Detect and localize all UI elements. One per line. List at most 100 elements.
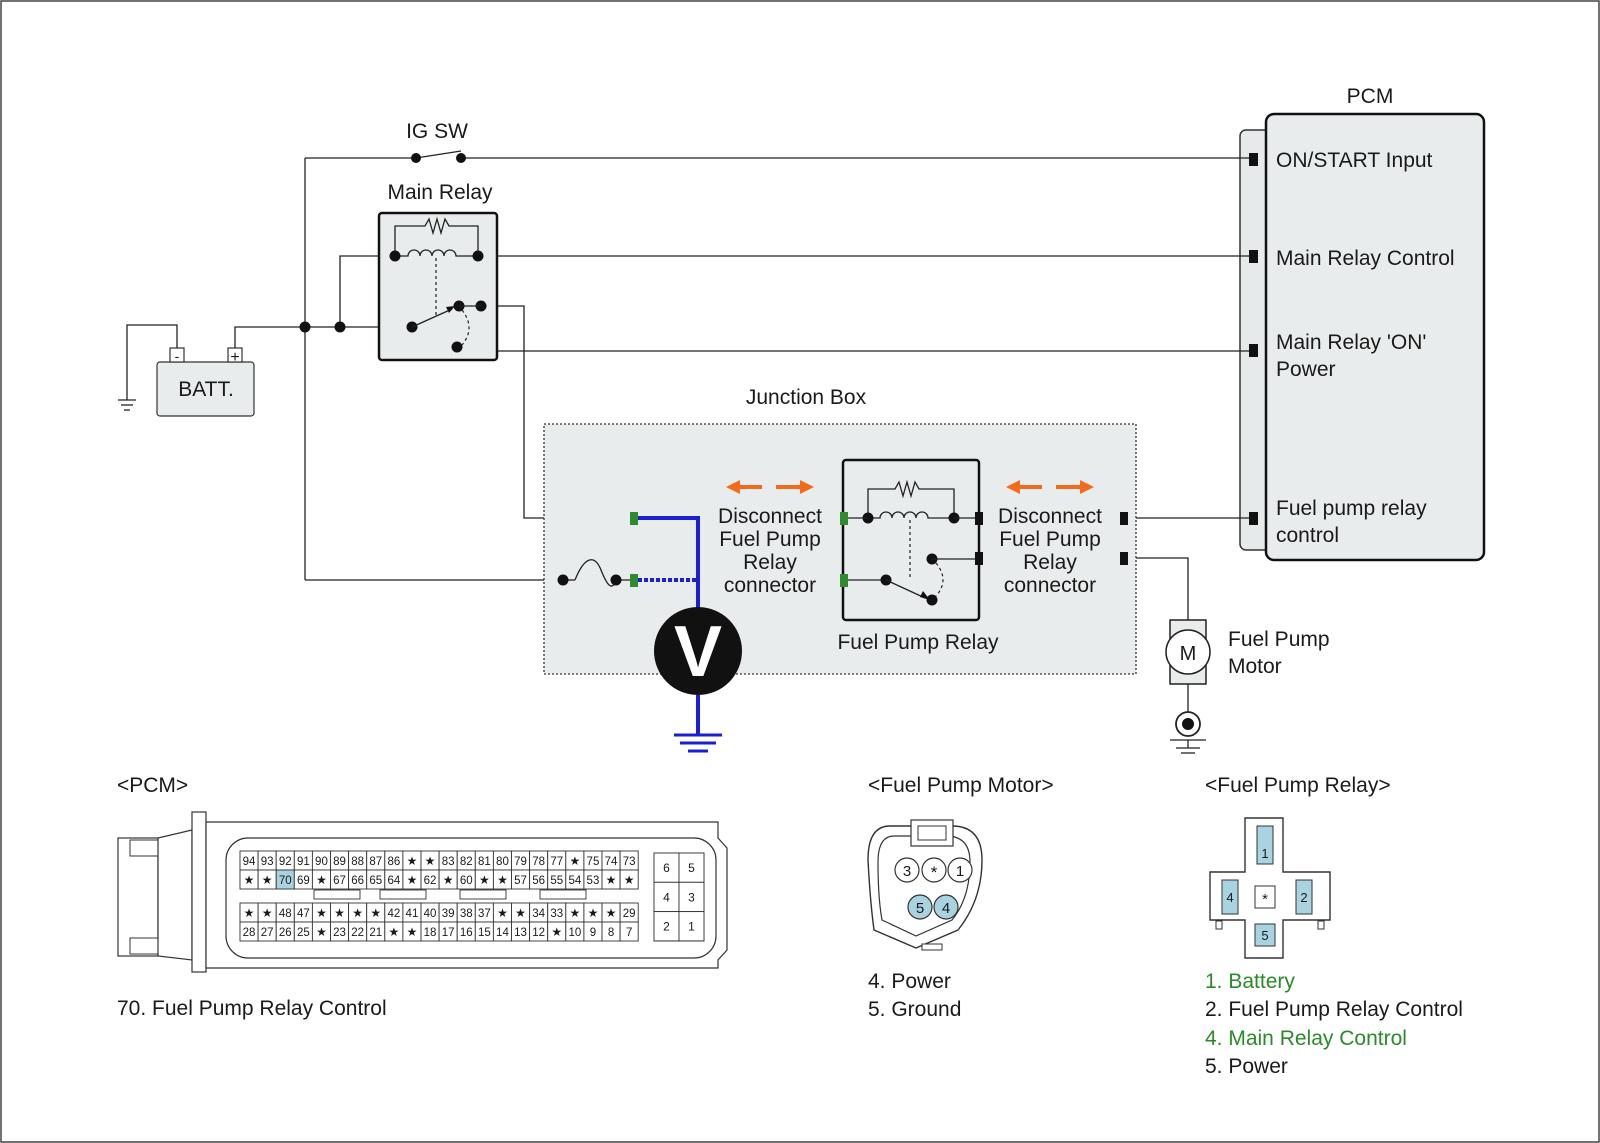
pcm-pin-label: ★ (606, 873, 617, 887)
motor-pin-star: * (931, 863, 938, 882)
pcm-block: PCM ON/START Input Main Relay Control Ma… (1239, 85, 1486, 562)
disconnect-label-left: Disconnect Fuel Pump Relay connector (718, 505, 822, 597)
svg-text:Disconnect: Disconnect (718, 505, 822, 528)
pcm-pin-label: 82 (460, 856, 473, 868)
pcm-pin-cell (619, 869, 639, 890)
relay-note-power: 5. Power (1205, 1055, 1288, 1078)
pcm-pin-label: 62 (424, 875, 437, 887)
pcm-pin-label: 48 (279, 908, 292, 920)
pcm-pin-label: 57 (514, 875, 527, 887)
pcm-pin-label: ★ (388, 925, 399, 939)
pcm-pin-label: 12 (532, 927, 545, 939)
pcm-pin-label: 15 (478, 927, 491, 939)
pcm-pin-label: 86 (387, 856, 400, 868)
pcm-side-pin-cell (653, 911, 680, 942)
pcm-pin-label: ★ (569, 854, 580, 868)
pcm-pin-label: ★ (244, 906, 255, 920)
pcm-side-pin-label: 2 (663, 920, 670, 934)
pcm-pin-label: 42 (387, 908, 400, 920)
pcm-pin-label: ★ (551, 925, 562, 939)
pcm-terminal-fuel-pump-relay-control-line1: Fuel pump relay (1276, 497, 1427, 520)
relay-note-battery: 1. Battery (1205, 970, 1295, 993)
pcm-terminal-main-relay-on-power-line1: Main Relay 'ON' (1276, 331, 1426, 354)
motor-pin-4: 4 (942, 900, 950, 917)
pcm-pin-label: 41 (406, 908, 419, 920)
pcm-side-pin-label: 1 (688, 920, 695, 934)
disconnect-label-right: Disconnect Fuel Pump Relay connector (998, 505, 1102, 597)
svg-text:Relay: Relay (1023, 551, 1077, 574)
pcm-pin-label: 80 (496, 856, 509, 868)
pcm-pin-label: 56 (532, 875, 545, 887)
pcm-pin-label: 38 (460, 908, 473, 920)
pcm-connector-note: 70. Fuel Pump Relay Control (117, 997, 387, 1020)
pcm-pin-label: ★ (443, 873, 454, 887)
pcm-pin-label: 92 (279, 856, 292, 868)
pcm-pin-label: 40 (424, 908, 437, 920)
pcm-pin-label: ★ (569, 906, 580, 920)
pcm-pin-cell (619, 921, 639, 942)
pcm-terminal-main-relay-on-power-line2: Power (1276, 358, 1336, 381)
voltmeter-symbol: V (674, 612, 722, 692)
wiring (234, 150, 1249, 620)
pcm-pin-label: 83 (442, 856, 455, 868)
measurement-leads (630, 512, 722, 753)
ig-switch: IG SW (406, 120, 468, 163)
pcm-pin-label: 88 (351, 856, 364, 868)
pcm-pin-label: 17 (442, 927, 455, 939)
pcm-pin-label: 28 (243, 927, 256, 939)
pcm-pin-label: ★ (479, 873, 490, 887)
motor-note-power: 4. Power (868, 970, 951, 993)
pcm-side-pin-label: 3 (688, 890, 695, 904)
pcm-pin-label: 34 (532, 908, 545, 920)
pcm-pin-label: 9 (590, 927, 596, 939)
motor-pin-5: 5 (916, 900, 924, 917)
pcm-pin-label: 69 (297, 875, 310, 887)
pcm-pin-label: 73 (623, 856, 636, 868)
pcm-terminal-main-relay-control: Main Relay Control (1276, 247, 1455, 270)
pcm-pin-label: ★ (407, 854, 418, 868)
pcm-pin-label: 66 (351, 875, 364, 887)
pcm-pin-label: ★ (316, 873, 327, 887)
pcm-pin-label: 26 (279, 927, 292, 939)
pcm-pin-label: ★ (497, 873, 508, 887)
pcm-pin-label: ★ (588, 906, 599, 920)
pcm-pin-label: 67 (333, 875, 346, 887)
pcm-pin-label: ★ (407, 925, 418, 939)
relay-pin-1: 1 (1261, 846, 1268, 861)
pcm-side-pin-label: 6 (663, 861, 670, 875)
pcm-pin-label: 79 (514, 856, 527, 868)
motor-pin-3: 3 (903, 863, 911, 880)
svg-text:Relay: Relay (743, 551, 797, 574)
battery-negative-terminal: - (175, 348, 180, 364)
pcm-pin-label: ★ (407, 873, 418, 887)
svg-text:connector: connector (1004, 574, 1096, 597)
motor-pin-1: 1 (956, 863, 964, 880)
pcm-terminal-fuel-pump-relay-control-line2: control (1276, 524, 1339, 547)
battery-positive-terminal: + (230, 349, 239, 366)
pcm-pin-label: 27 (261, 927, 274, 939)
svg-text:connector: connector (724, 574, 816, 597)
pcm-pin-label: 89 (333, 856, 346, 868)
pcm-pin-label: 47 (297, 908, 310, 920)
pcm-pin-label: 25 (297, 927, 310, 939)
pcm-pin-label: 21 (369, 927, 382, 939)
relay-pin-5: 5 (1261, 928, 1268, 943)
fuel-pump-motor: M Fuel Pump Motor (1165, 619, 1330, 754)
pcm-pin-label: ★ (497, 906, 508, 920)
pcm-pin-label: 94 (243, 856, 256, 868)
svg-text:Fuel Pump: Fuel Pump (719, 528, 821, 551)
pcm-terminal-on-start: ON/START Input (1276, 149, 1433, 172)
fuel-pump-motor-label-line2: Motor (1228, 655, 1282, 678)
fuel-pump-motor-label-line1: Fuel Pump (1228, 628, 1330, 651)
pcm-key-slot (379, 889, 427, 900)
pcm-pin-label: 81 (478, 856, 491, 868)
voltmeter: V (654, 607, 742, 695)
pcm-title: PCM (1347, 85, 1394, 108)
pcm-pin-label: 7 (626, 927, 632, 939)
motor-note-ground: 5. Ground (868, 998, 961, 1021)
pcm-side-pin-label: 4 (663, 890, 670, 904)
pcm-pin-label: 65 (369, 875, 382, 887)
